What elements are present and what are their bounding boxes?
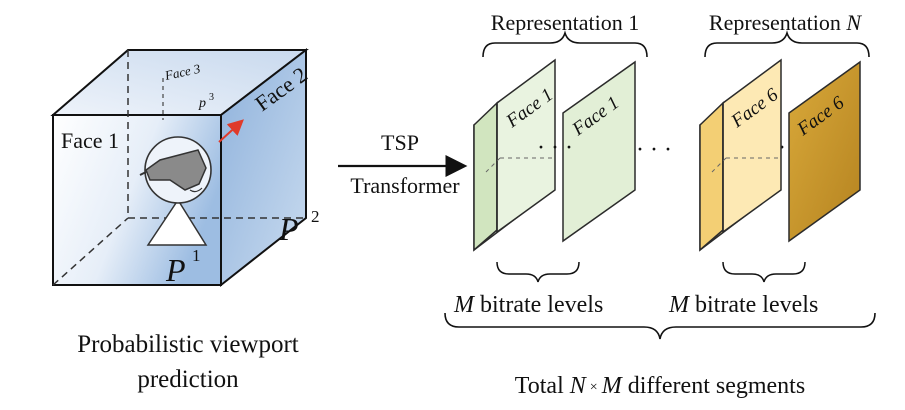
yellow-segment-right: [722, 58, 782, 234]
representation-n-prefix: Representation: [709, 10, 846, 35]
representation-n-label: Representation N: [709, 10, 862, 35]
yellow-segment-left: [699, 101, 724, 252]
representation-1: Representation 1 Face 1 Face 1 M bitrate…: [453, 10, 648, 318]
viewer-body: [146, 198, 208, 246]
representation-1-brace: [482, 30, 648, 58]
yellow-bitrate-label: M bitrate levels: [668, 292, 818, 318]
p2-label: P: [278, 211, 299, 247]
yellow-segment-flat: [788, 60, 861, 243]
tsp-transformer-arrow: TSP Transformer: [338, 130, 468, 198]
cube: Face 1 Face 2 Face 3 p 3 P 2 P 1: [50, 47, 320, 288]
yellow-dash-2: [711, 157, 727, 173]
headset-strap: [139, 171, 147, 176]
ellipsis-middle: · · ·: [636, 137, 672, 163]
face1-label: Face 1: [61, 128, 119, 153]
viewer-mouth: [189, 187, 203, 193]
yellow-bitrate-brace: [722, 261, 806, 283]
arrow-label-bottom: Transformer: [350, 173, 460, 198]
total-brace: [444, 312, 876, 340]
hidden-edge-diagonal: [52, 217, 129, 286]
green-dash-2: [485, 157, 501, 173]
representation-n: Representation N Face 6 Face 6 M bitrate…: [668, 10, 870, 318]
green-segment-left: [473, 101, 498, 252]
total-n: N: [569, 373, 588, 399]
green-segment-flat: [562, 60, 636, 243]
p2-sup: 2: [311, 207, 320, 226]
vr-headset-icon: [145, 149, 207, 191]
total-label: Total N×M different segments: [515, 373, 805, 399]
viewer-figure: [139, 136, 212, 246]
total-prefix: Total: [515, 373, 570, 399]
caption-line-2: prediction: [137, 366, 239, 393]
p3-label: p: [198, 96, 206, 111]
green-bitrate-text: bitrate levels: [474, 292, 603, 318]
total-m: M: [601, 373, 624, 399]
p1-sup: 1: [192, 246, 201, 265]
green-bitrate-var: M: [453, 292, 476, 318]
caption-line-1: Probabilistic viewport: [77, 331, 299, 358]
representation-n-brace: [704, 30, 870, 58]
p1-label: P: [165, 252, 186, 288]
arrow-label-top: TSP: [381, 130, 419, 155]
yellow-bitrate-text: bitrate levels: [689, 292, 818, 318]
ellipsis-green: · · ·: [537, 135, 573, 161]
total-times: ×: [590, 380, 598, 395]
green-bitrate-label: M bitrate levels: [453, 292, 603, 318]
green-bitrate-brace: [496, 261, 580, 283]
representation-n-var: N: [845, 10, 862, 35]
yellow-bitrate-var: M: [668, 292, 691, 318]
p3-sup: 3: [209, 92, 214, 103]
total-suffix: different segments: [622, 373, 806, 399]
viewing-direction-arrow: [218, 119, 244, 143]
